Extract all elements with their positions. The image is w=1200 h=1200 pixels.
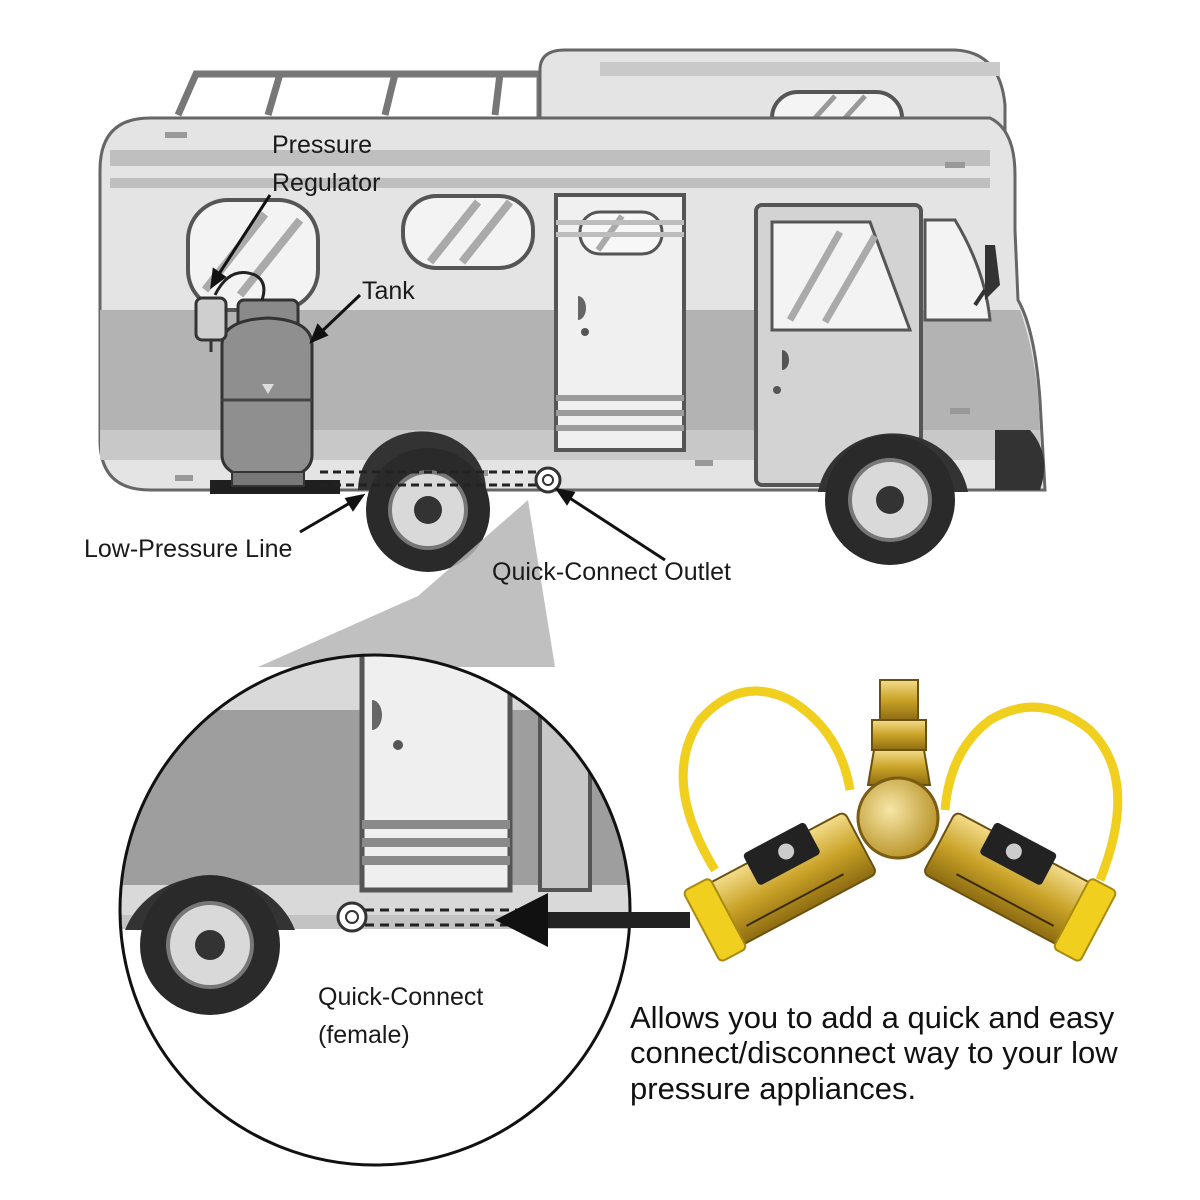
- product-description: Allows you to add a quick and easy conne…: [630, 1000, 1190, 1106]
- propane-tank: [220, 298, 314, 487]
- label-tank: Tank: [362, 277, 415, 305]
- roof-rack: [174, 70, 544, 118]
- description-line-1: Allows you to add a quick and easy: [630, 1000, 1115, 1035]
- pressure-regulator: [194, 271, 266, 352]
- low-pressure-line: [320, 470, 538, 487]
- rear-wheel: [366, 448, 490, 572]
- quick-connect-outlet-icon: [534, 466, 562, 494]
- label-low-pressure-line: Low-Pressure Line: [84, 535, 293, 563]
- side-mirror: [985, 245, 1000, 300]
- front-bumper: [995, 430, 1045, 490]
- leader-arrows: [210, 194, 666, 562]
- zoom-circle-outline: [118, 653, 632, 1167]
- label-quick-connect-outlet: Quick-Connect Outlet: [492, 558, 731, 586]
- rear-window: [186, 198, 320, 312]
- label-quick-connect-female-1: Quick-Connect: [318, 983, 484, 1011]
- label-pressure-regulator-2: Regulator: [272, 169, 381, 197]
- zoom-cone: [258, 500, 555, 667]
- front-wheel: [825, 435, 955, 565]
- zoom-view: [118, 653, 632, 1167]
- brass-y-splitter: [678, 679, 1123, 962]
- description-line-2: connect/disconnect way to your low: [630, 1035, 1118, 1071]
- description-line-3: pressure appliances.: [630, 1070, 917, 1106]
- connection-arrow: [495, 893, 690, 947]
- label-quick-connect-female-2: (female): [318, 1021, 410, 1049]
- label-pressure-regulator-1: Pressure: [272, 131, 373, 159]
